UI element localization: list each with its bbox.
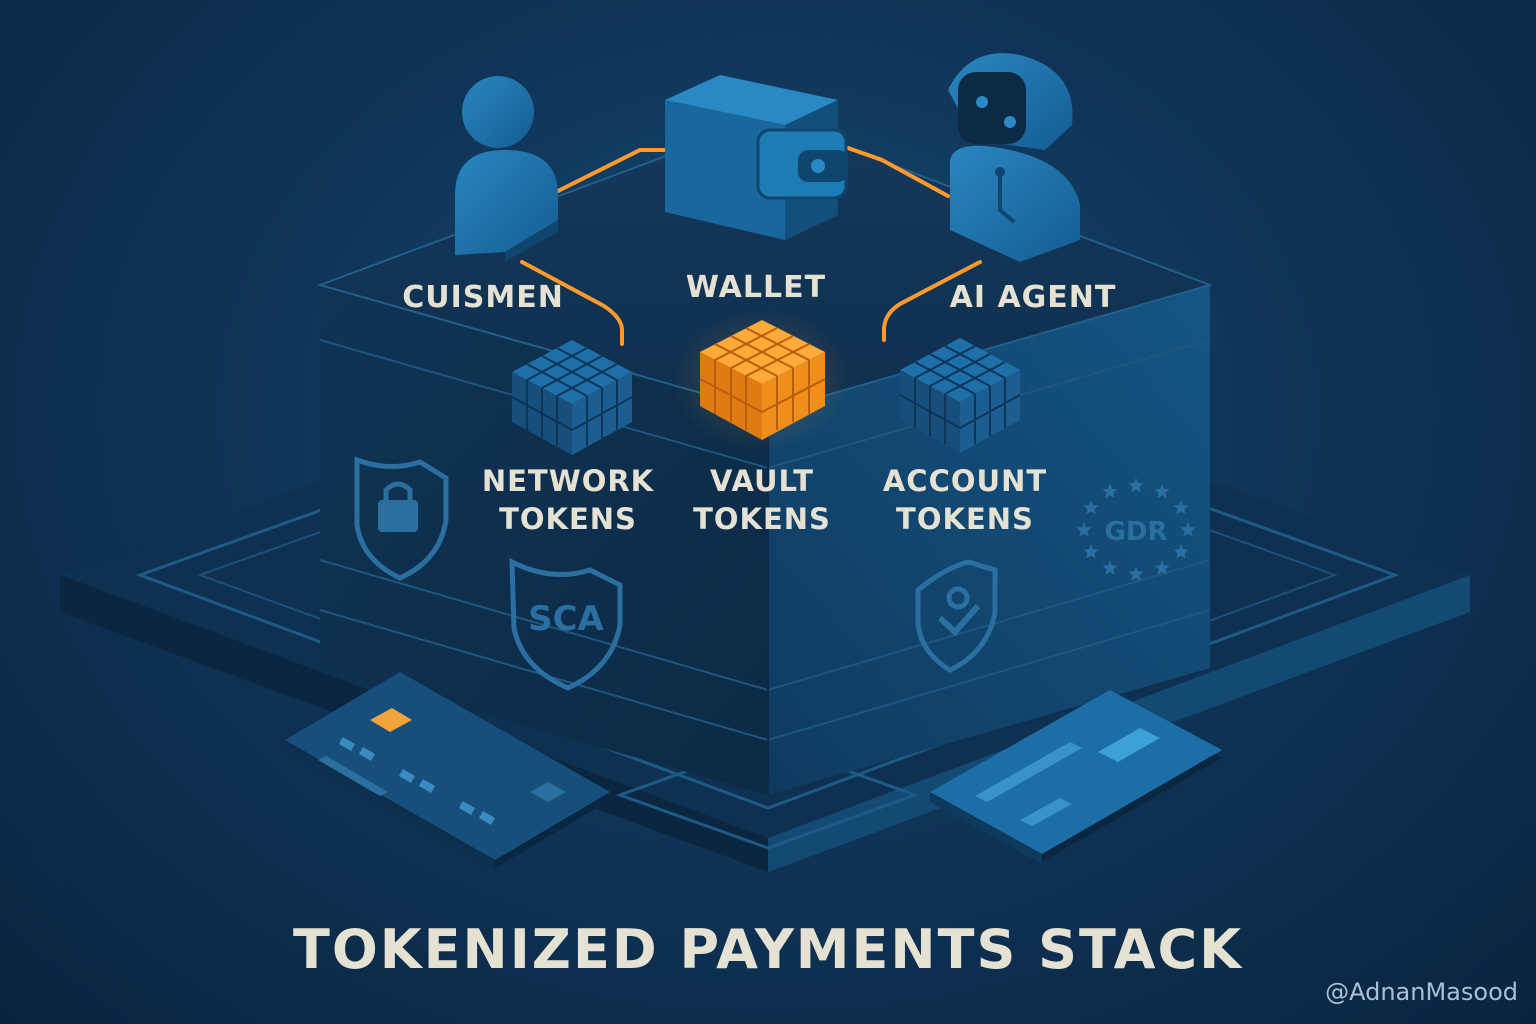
eu-star-icon	[1083, 499, 1099, 515]
customer-label: CUISMEN	[402, 280, 564, 315]
eu-star-icon	[1173, 544, 1189, 559]
vault-tokens-line1: VAULT	[709, 464, 815, 498]
id-card-icon	[930, 690, 1222, 864]
eu-star-icon	[1154, 560, 1170, 575]
account-token-cube	[899, 338, 1021, 453]
vault-token-cube	[672, 310, 852, 450]
lock-shield-icon	[354, 456, 449, 581]
network-tokens-label: NETWORK TOKENS	[482, 462, 654, 538]
eu-star-icon	[1076, 522, 1092, 537]
credit-card-icon	[285, 672, 610, 870]
account-tokens-line1: ACCOUNT	[882, 464, 1048, 498]
connectors	[520, 146, 982, 346]
network-tokens-line1: NETWORK	[481, 464, 655, 498]
eu-star-icon	[1180, 522, 1196, 537]
account-tokens-line2: TOKENS	[896, 502, 1034, 536]
check-shield-icon	[915, 559, 998, 673]
account-tokens-label: ACCOUNT TOKENS	[883, 462, 1047, 538]
eu-star-icon	[1083, 544, 1099, 559]
network-token-cube	[511, 340, 633, 455]
eu-star-icon	[1128, 566, 1144, 581]
wallet-icon	[665, 75, 848, 240]
sca-badge-text: SCA	[528, 599, 604, 639]
vault-tokens-line2: TOKENS	[693, 502, 831, 536]
network-tokens-line2: TOKENS	[499, 502, 637, 536]
person-icon	[455, 76, 558, 262]
eu-star-icon	[1102, 560, 1118, 575]
eu-stars-badge-icon: GDR	[1076, 477, 1196, 581]
robot-icon	[948, 53, 1080, 262]
author-credit: @AdnanMasood	[1325, 978, 1518, 1006]
eu-star-icon	[1173, 499, 1189, 515]
sca-shield-icon: SCA	[509, 557, 623, 691]
eu-star-icon	[1102, 483, 1118, 499]
vault-tokens-label: VAULT TOKENS	[693, 462, 831, 538]
ai-agent-label: AI AGENT	[949, 280, 1117, 315]
eu-star-icon	[1128, 477, 1144, 493]
page-title: TOKENIZED PAYMENTS STACK	[293, 918, 1243, 981]
gdpr-badge-text: GDR	[1105, 517, 1168, 547]
wallet-label: WALLET	[685, 270, 827, 305]
eu-star-icon	[1154, 483, 1170, 499]
